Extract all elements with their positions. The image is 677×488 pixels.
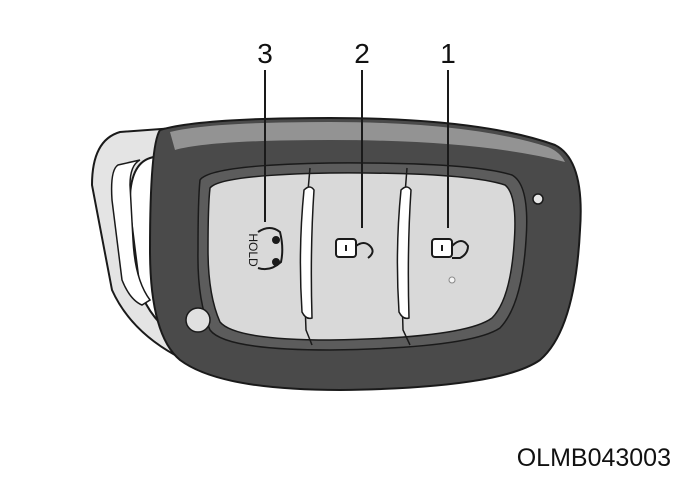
hold-label: HOLD: [246, 233, 260, 267]
callout-1: 1: [440, 38, 456, 69]
key-body: [148, 116, 582, 392]
trunk-button[interactable]: HOLD: [246, 227, 284, 271]
figure-reference-code: OLMB043003: [516, 444, 671, 472]
lock-icon: [431, 238, 470, 259]
callout-2: 2: [354, 38, 370, 69]
unlock-button[interactable]: [335, 238, 374, 259]
callout-3: 3: [257, 38, 273, 69]
unlock-icon: [335, 238, 374, 259]
lock-button[interactable]: [431, 238, 470, 259]
callout-leaders: [264, 70, 449, 228]
trunk-icon: [257, 227, 284, 271]
